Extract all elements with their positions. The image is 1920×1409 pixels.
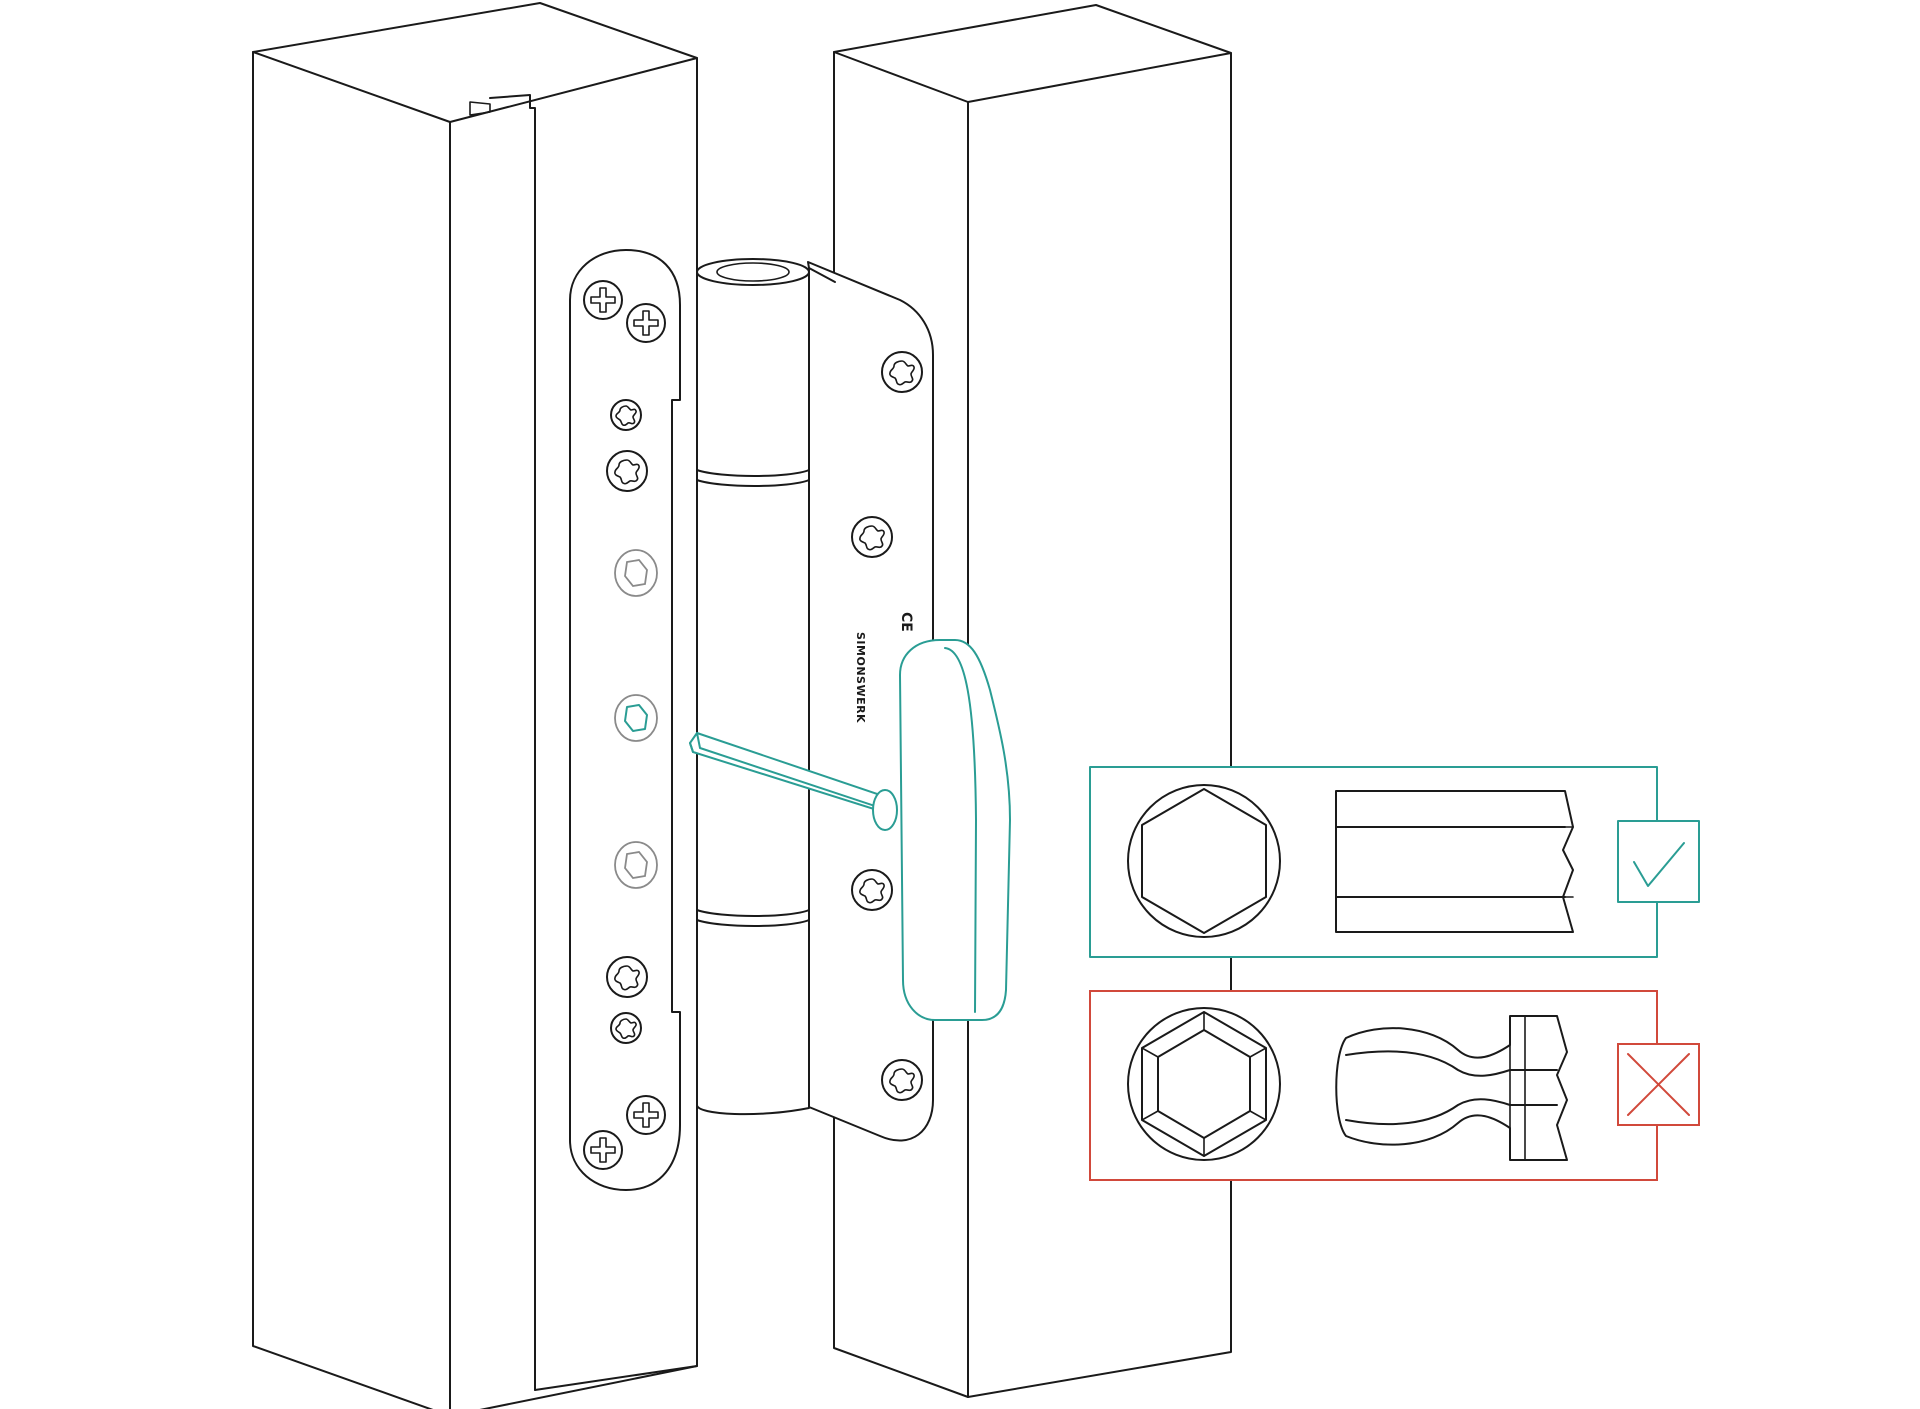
- correct-tool-panel: [1089, 766, 1700, 958]
- phillips-screw-icon: [626, 1095, 666, 1135]
- cross-icon: [1627, 1053, 1690, 1116]
- phillips-screw-icon: [626, 303, 666, 343]
- hex-socket-screw-icon: [614, 841, 658, 889]
- checkmark-icon: [1633, 842, 1685, 887]
- torx-screw-icon: [606, 450, 648, 492]
- hex-socket-screw-icon: [614, 549, 658, 597]
- ce-mark: CE: [898, 612, 914, 632]
- hex-key-profile: [1335, 790, 1574, 933]
- torx-screw-icon: [851, 516, 893, 558]
- torx-screw-icon: [851, 869, 893, 911]
- torx-screw-icon: [881, 1059, 923, 1101]
- hex-socket-screw-icon: [614, 694, 658, 742]
- torx-screw-icon: [610, 1012, 642, 1044]
- phillips-screw-icon: [583, 1130, 623, 1170]
- torx-screw-icon: [610, 399, 642, 431]
- hex-key-icon: [689, 639, 1011, 1021]
- hinge-brand-text: SIMONSWERK: [854, 632, 867, 723]
- torx-screw-icon: [881, 351, 923, 393]
- incorrect-tool-panel: [1089, 990, 1700, 1181]
- hinge-barrel: [696, 258, 816, 1116]
- ball-end-key-profile: [1335, 1015, 1568, 1161]
- torx-screw-icon: [606, 956, 648, 998]
- phillips-screw-icon: [583, 280, 623, 320]
